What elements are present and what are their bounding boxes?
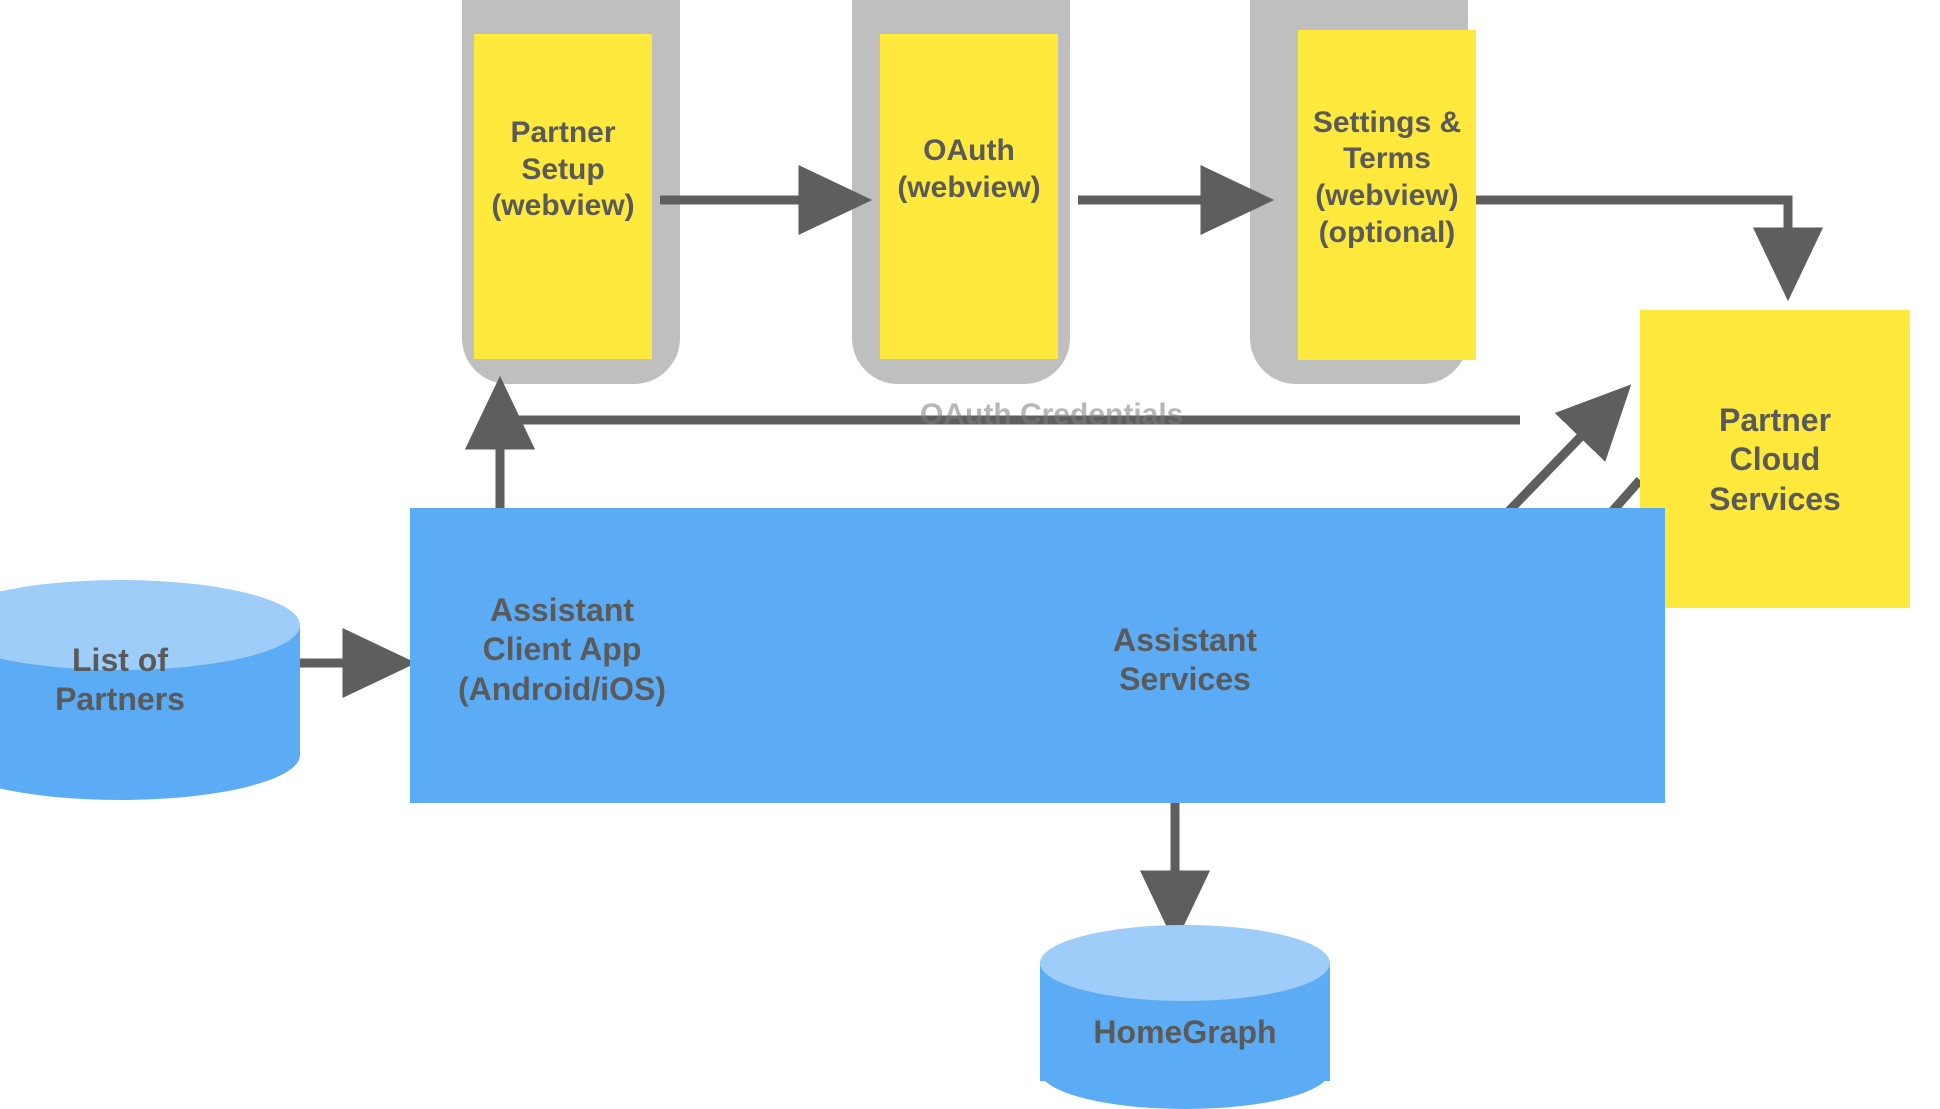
box-assistant-client-app[interactable] (410, 508, 1665, 803)
cylinder-homegraph[interactable] (1040, 925, 1330, 1109)
card-partner-cloud-services[interactable] (1640, 310, 1910, 608)
arrow-settings-terms-to-partner-cloud (1470, 195, 1824, 302)
cylinder-top (1040, 925, 1330, 1001)
label-oauth-credentials: OAuth Credentials (920, 398, 1184, 431)
cylinder-bottom (0, 710, 300, 800)
cylinder-list-of-partners[interactable] (0, 580, 300, 800)
card-settings-terms[interactable] (1298, 30, 1476, 360)
card-partner-setup[interactable] (474, 34, 652, 359)
cylinder-top (0, 580, 300, 670)
card-oauth[interactable] (880, 34, 1058, 359)
cylinder-bottom (1040, 1033, 1330, 1109)
